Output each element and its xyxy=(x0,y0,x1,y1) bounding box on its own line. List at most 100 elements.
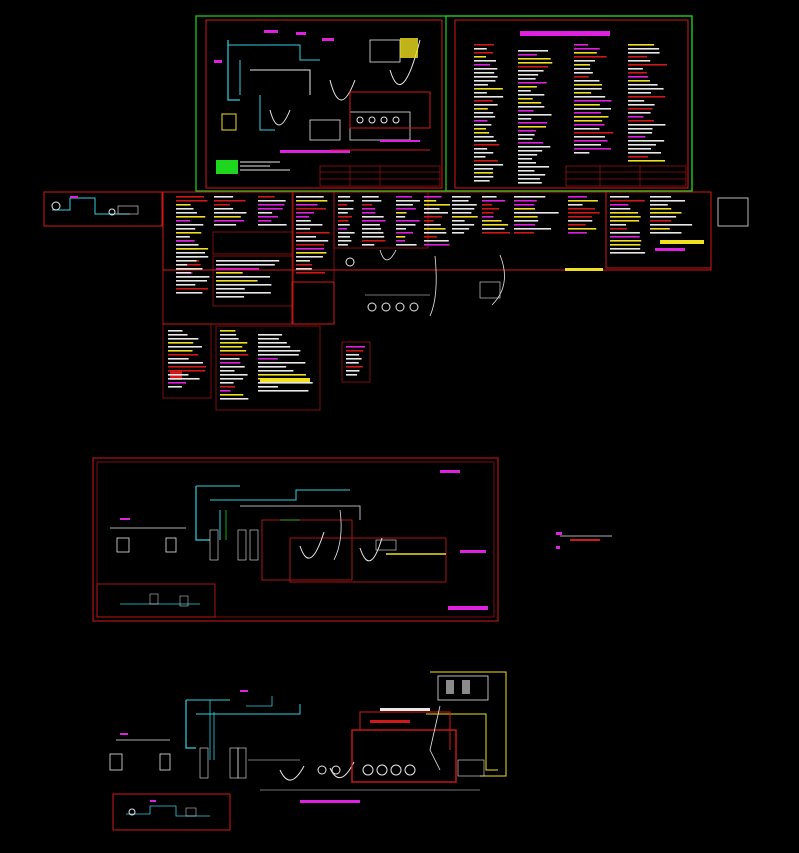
note-text-line xyxy=(296,232,330,234)
legend-row-text xyxy=(474,128,487,130)
note-text-line xyxy=(568,212,600,214)
note-text-line xyxy=(338,244,348,246)
note-text-line xyxy=(168,346,202,348)
legend-row-text xyxy=(474,132,490,134)
note-text-line xyxy=(168,350,193,352)
legend-row-text xyxy=(628,92,651,94)
note-text-line xyxy=(258,386,278,388)
note-text-line xyxy=(176,208,194,210)
note-text-line xyxy=(176,212,197,214)
note-text-line xyxy=(650,224,693,226)
note-text-line xyxy=(396,228,407,230)
legend-row-text xyxy=(518,178,541,180)
legend-row-text xyxy=(474,116,496,118)
note-text-line xyxy=(514,204,535,206)
note-text-line xyxy=(258,350,301,352)
note-text-line xyxy=(362,236,385,238)
note-text-line xyxy=(396,240,406,242)
note-text-line xyxy=(168,362,203,364)
note-text-line xyxy=(168,378,200,380)
note-text-line xyxy=(482,204,493,206)
note-text-line xyxy=(514,220,539,222)
note-text-line xyxy=(338,212,348,214)
note-text-line xyxy=(296,216,310,218)
legend-row-text xyxy=(474,44,495,46)
note-text-line xyxy=(214,220,244,222)
note-text-line xyxy=(514,224,536,226)
note-text-line xyxy=(258,374,306,376)
note-text-line xyxy=(338,236,351,238)
note-text-line xyxy=(482,216,494,218)
note-text-line xyxy=(568,228,597,230)
note-text-line xyxy=(258,390,309,392)
note-text-line xyxy=(568,232,587,234)
legend-row-text xyxy=(518,114,552,116)
sheet-detail-notes-strip xyxy=(162,191,749,325)
note-text-line xyxy=(610,236,640,238)
legend-row-text xyxy=(474,136,494,138)
legend-row-text xyxy=(518,122,548,124)
legend-row-text xyxy=(474,172,494,174)
note-text-line xyxy=(176,228,196,230)
legend-row-text xyxy=(574,116,609,118)
legend-row-text xyxy=(574,76,589,78)
note-text-line xyxy=(482,232,510,234)
legend-row-text xyxy=(518,86,537,88)
note-text-line xyxy=(214,204,230,206)
note-text-line xyxy=(168,370,206,372)
legend-row-text xyxy=(628,112,651,114)
note-text-line xyxy=(424,196,442,198)
note-text-line xyxy=(424,212,448,214)
note-text-line xyxy=(296,252,327,254)
legend-row-text xyxy=(628,132,653,134)
legend-row-text xyxy=(474,64,491,66)
note-text-line xyxy=(220,398,249,400)
legend-row-text xyxy=(518,90,531,92)
note-text-line xyxy=(610,220,640,222)
note-text-line xyxy=(346,362,359,364)
note-text-line xyxy=(610,228,627,230)
note-text-line xyxy=(296,248,325,250)
note-text-line xyxy=(296,240,329,242)
legend-row-text xyxy=(518,146,551,148)
note-text-line xyxy=(482,212,494,214)
note-text-line xyxy=(452,224,475,226)
legend-row-text xyxy=(628,64,667,66)
legend-row-text xyxy=(628,80,650,82)
note-text-line xyxy=(296,256,323,258)
note-text-line xyxy=(610,212,639,214)
legend-row-text xyxy=(474,72,495,74)
legend-row-text xyxy=(474,164,504,166)
legend-row-text xyxy=(628,120,654,122)
legend-row-text xyxy=(518,158,533,160)
note-text-line xyxy=(176,236,190,238)
legend-row-text xyxy=(628,124,666,126)
legend-row-text xyxy=(628,60,651,62)
note-text-line xyxy=(514,196,546,198)
note-text-line xyxy=(346,358,362,360)
note-text-line xyxy=(650,232,682,234)
note-text-line xyxy=(424,224,441,226)
note-text-line xyxy=(220,370,235,372)
legend-row-text xyxy=(518,174,546,176)
note-text-line xyxy=(346,374,358,376)
note-text-line xyxy=(362,212,376,214)
note-text-line xyxy=(216,276,271,278)
legend-row-text xyxy=(474,124,492,126)
note-text-line xyxy=(176,280,208,282)
legend-row-text xyxy=(574,64,591,66)
legend-row-text xyxy=(518,106,545,108)
note-text-line xyxy=(452,208,475,210)
note-text-line xyxy=(258,334,283,336)
note-text-line xyxy=(176,264,201,266)
note-text-line xyxy=(168,382,187,384)
note-text-line xyxy=(650,200,686,202)
legend-row-text xyxy=(474,144,500,146)
legend-row-text xyxy=(574,96,606,98)
legend-row-text xyxy=(628,84,658,86)
legend-row-text xyxy=(518,110,534,112)
note-text-line xyxy=(362,208,376,210)
legend-row-text xyxy=(474,56,487,58)
legend-row-text xyxy=(574,84,603,86)
note-text-line xyxy=(568,196,587,198)
